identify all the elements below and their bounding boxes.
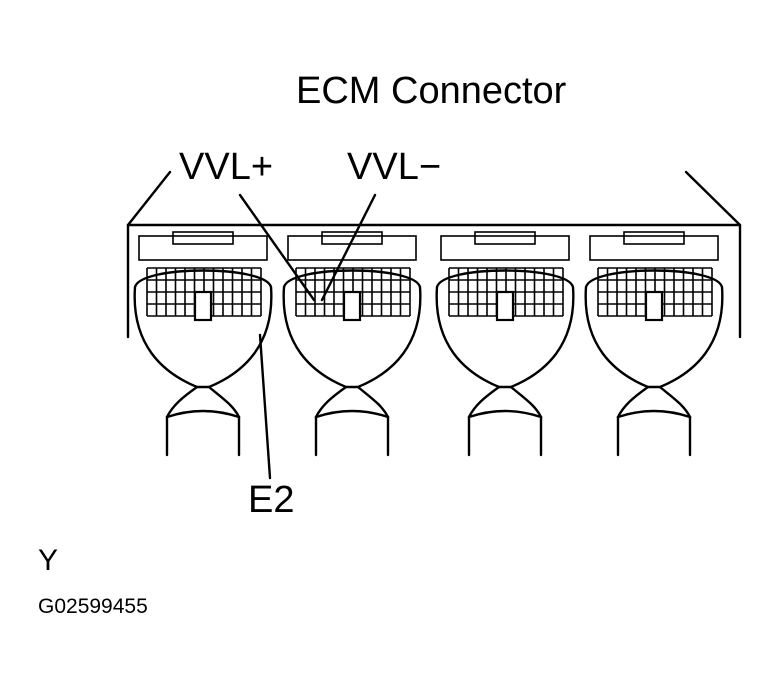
connector-key [644,290,664,322]
connector-latch-tab [623,231,685,245]
wire-lead [658,385,692,419]
connector-body [133,269,273,389]
connector-plug-3 [435,231,575,457]
wire-lead [509,385,543,419]
wire-lead [616,385,650,419]
connector-latch-tab [474,231,536,245]
connector-key [342,290,362,322]
wire-bundle-top [616,409,692,419]
connector-latch [589,235,719,261]
ecm-housing [126,170,742,339]
wire-lead [356,385,390,419]
connector-key [495,290,515,322]
wire-bundle-top [165,409,241,419]
connector-latch [440,235,570,261]
connector-latch-tab [321,231,383,245]
connector-key [193,290,213,322]
wire-lead [314,385,348,419]
leader-lines [238,193,377,480]
e2-leader [258,333,272,480]
e2-label: E2 [248,479,295,521]
wire-bundle-top [467,409,543,419]
connector-plug-2 [282,231,422,457]
connector-latch [138,235,268,261]
connector-group [133,231,724,457]
connector-plug-1 [133,231,273,457]
connector-body [282,269,422,389]
figure-code: G02599455 [38,595,148,618]
vvl-plus-leader [238,193,316,302]
wire-bundle-top [314,409,390,419]
vvl-plus-label: VVL+ [179,146,274,188]
connector-latch [287,235,417,261]
connector-plug-4 [584,231,724,457]
wire-lead [207,385,241,419]
connector-body [435,269,575,389]
footer-letter: Y [38,544,59,577]
vvl-minus-label: VVL− [347,146,442,188]
diagram-title: ECM Connector [296,70,567,112]
connector-body [584,269,724,389]
wire-lead [467,385,501,419]
wire-lead [165,385,199,419]
vvl-minus-leader [320,193,377,302]
connector-latch-tab [172,231,234,245]
